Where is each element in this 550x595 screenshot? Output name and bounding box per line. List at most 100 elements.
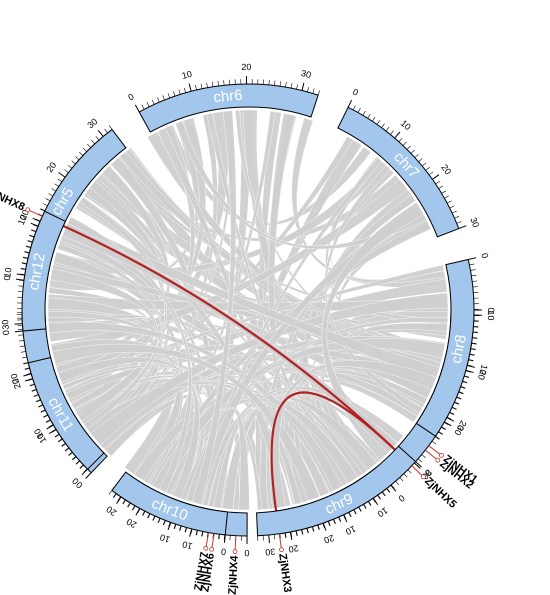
tick-mark — [68, 452, 73, 456]
tick-mark — [322, 523, 325, 529]
tick-mark — [451, 406, 457, 410]
tick-mark — [25, 245, 31, 248]
tick-mark — [132, 505, 136, 511]
tick-mark — [75, 156, 80, 160]
tick-mark — [134, 104, 140, 113]
tick-mark — [306, 528, 309, 534]
tick-mark — [29, 383, 35, 386]
tick-mark — [40, 409, 46, 413]
tick-mark — [306, 528, 309, 533]
tick-mark — [357, 108, 361, 113]
tick-label: 20 — [10, 377, 23, 390]
tick-mark — [127, 502, 131, 508]
tick-mark — [390, 484, 397, 492]
gene-marker-line — [234, 535, 237, 550]
tick-mark — [322, 522, 327, 531]
tick-mark — [68, 451, 73, 456]
tick-mark — [446, 417, 455, 422]
tick-mark — [178, 89, 181, 95]
tick-mark — [454, 401, 460, 405]
tick-mark — [27, 240, 33, 243]
tick-mark — [432, 174, 440, 180]
tick-mark — [167, 522, 172, 531]
tick-mark — [327, 521, 331, 527]
tick-label: 20 — [439, 163, 453, 177]
tick-mark — [415, 461, 422, 468]
tick-label: 0 — [479, 252, 490, 259]
tick-label: 20 — [476, 369, 488, 381]
tick-mark — [23, 362, 29, 365]
tick-mark — [376, 120, 381, 125]
tick-mark — [468, 359, 474, 361]
tick-mark — [75, 460, 81, 465]
tick-mark — [218, 534, 220, 540]
tick-label: 0 — [1, 330, 11, 336]
tick-mark — [348, 512, 352, 517]
tick-mark — [64, 169, 69, 173]
tick-mark — [386, 488, 391, 493]
tick-mark — [472, 337, 478, 339]
tick-mark — [162, 95, 165, 101]
tick-mark — [466, 364, 475, 368]
tick-mark — [460, 386, 466, 389]
tick-mark — [35, 399, 41, 402]
tick-mark — [48, 428, 57, 434]
tick-mark — [72, 456, 77, 461]
tick-mark — [381, 491, 386, 497]
tick-mark — [54, 433, 60, 438]
tick-mark — [158, 518, 161, 524]
tick-mark — [173, 523, 176, 529]
tick-mark — [21, 356, 27, 359]
tick-mark — [441, 190, 447, 194]
tick-mark — [22, 257, 28, 259]
tick-mark — [317, 524, 320, 530]
tick-mark — [438, 431, 443, 435]
tick-mark — [470, 348, 476, 350]
tick-mark — [398, 137, 403, 142]
tick-mark — [108, 125, 113, 130]
tick-label: 30 — [265, 547, 276, 558]
tick-mark — [61, 443, 66, 447]
tick-mark — [449, 411, 455, 415]
tick-mark — [410, 149, 415, 154]
tick-mark — [201, 531, 203, 537]
tick-mark — [147, 513, 150, 519]
gene-marker-line — [411, 465, 423, 476]
chromosome-block-chr12 — [21, 210, 67, 332]
tick-mark — [25, 246, 31, 249]
tick-mark — [279, 533, 281, 539]
tick-mark — [195, 84, 197, 91]
tick-mark — [399, 477, 404, 482]
chromosome-block-chr11 — [27, 356, 105, 470]
tick-mark — [174, 524, 177, 530]
tick-mark — [54, 183, 59, 187]
tick-mark — [179, 525, 182, 531]
tick-mark — [83, 468, 88, 473]
tick-mark — [185, 527, 188, 533]
tick-mark — [48, 193, 54, 197]
tick-mark — [24, 378, 33, 382]
tick-mark — [35, 218, 41, 222]
tick-mark — [23, 373, 32, 377]
tick-mark — [290, 83, 293, 89]
tick-mark — [200, 83, 203, 89]
tick-mark — [201, 531, 204, 537]
chromosome-label-chr12: chr12 — [25, 252, 48, 292]
tick-mark — [452, 210, 457, 214]
tick-mark — [29, 234, 35, 237]
tick-mark — [456, 221, 462, 224]
tick-mark — [458, 391, 464, 394]
tick-mark — [352, 105, 356, 111]
tick-label: 10 — [35, 431, 49, 445]
tick-mark — [117, 496, 121, 501]
tick-mark — [367, 501, 372, 506]
tick-mark — [43, 414, 48, 418]
tick-mark — [367, 113, 371, 119]
gene-marker-dot — [203, 545, 209, 551]
tick-label: 20 — [241, 62, 251, 72]
synteny-link — [50, 268, 159, 422]
tick-mark — [163, 520, 166, 526]
tick-mark — [43, 414, 49, 418]
tick-mark — [33, 224, 39, 227]
tick-label: 0 — [221, 547, 227, 557]
